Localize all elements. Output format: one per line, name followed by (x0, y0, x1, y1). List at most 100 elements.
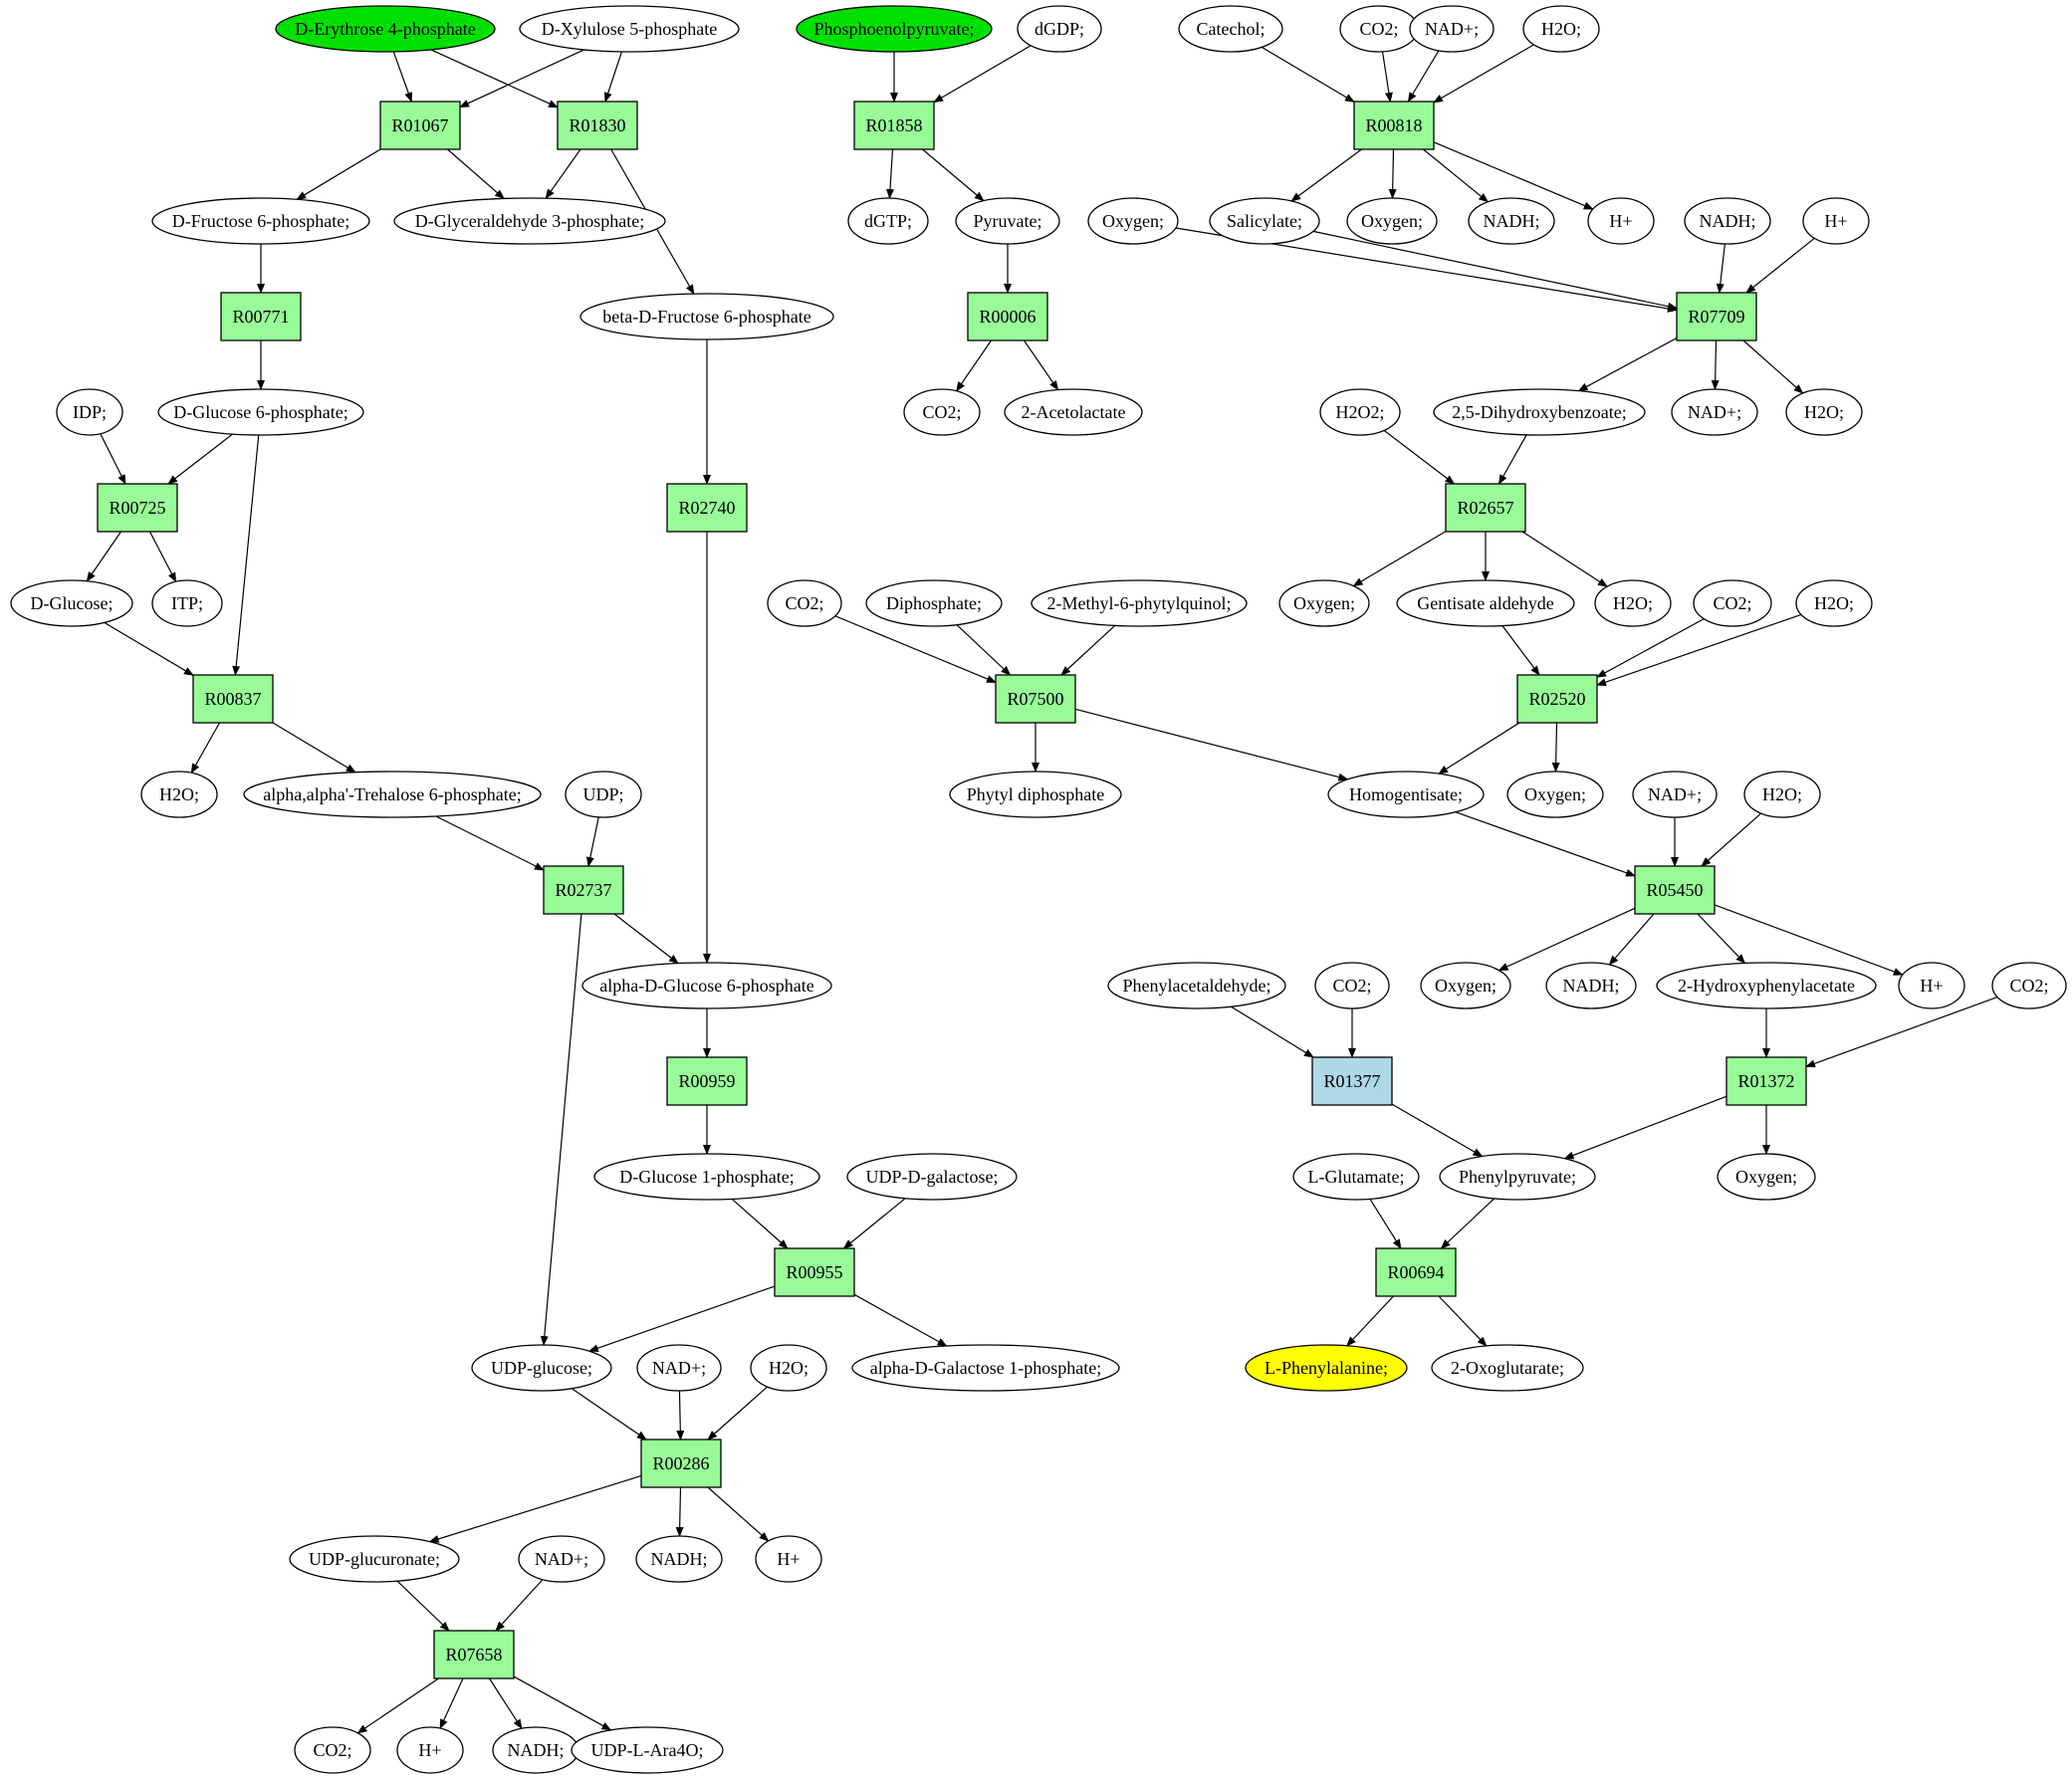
edge-r00725-to-itp (148, 531, 177, 583)
node-label: Phytyl diphosphate (967, 784, 1105, 804)
reaction-box (1445, 483, 1526, 533)
reaction-box (995, 674, 1076, 724)
compound-node-co2b: CO2; (903, 388, 981, 436)
node-label: NADH; (1484, 211, 1540, 231)
node-label: H+ (1609, 211, 1632, 231)
compound-ellipse (1656, 962, 1877, 1009)
compound-ellipse (1468, 197, 1555, 245)
edge-r00837-to-h2oe (190, 722, 221, 775)
edge-r00725-to-glc (86, 531, 121, 582)
edge-h2og-to-r00286 (707, 1386, 769, 1441)
reaction-node-r07709: R07709 (1676, 292, 1757, 341)
edge-x5p-to-r01830 (603, 51, 623, 103)
compound-ellipse (1278, 579, 1370, 627)
compound-node-nadc: NAD+; (1632, 771, 1718, 818)
edge-g6p-to-r00725 (167, 433, 233, 485)
node-label: dGDP; (1035, 19, 1084, 39)
compound-ellipse (1319, 388, 1401, 436)
node-label: D-Glucose 1-phosphate; (619, 1167, 794, 1187)
reaction-node-r05450: R05450 (1634, 865, 1716, 915)
compound-node-oxy5: Oxygen; (1420, 962, 1511, 1009)
edge-r01377-to-phpyr (1391, 1103, 1484, 1158)
edge-r07500-to-homog (1074, 708, 1349, 781)
node-label: R02657 (1457, 498, 1513, 518)
node-label: beta-D-Fructose 6-phosphate (602, 307, 810, 327)
node-label: D-Erythrose 4-phosphate (295, 19, 475, 39)
compound-node-dipho: Diphosphate; (865, 579, 1003, 627)
compound-ellipse (56, 388, 123, 436)
node-label: Phosphoenolpyruvate; (814, 19, 975, 39)
node-label: NADH; (508, 1740, 565, 1760)
edge-nadd-to-r00286 (676, 1390, 685, 1441)
compound-ellipse (393, 197, 666, 245)
compound-node-dgdp: dGDP; (1017, 5, 1102, 53)
compound-ellipse (1004, 388, 1143, 436)
compound-node-phytdp: Phytyl diphosphate (949, 771, 1122, 818)
reaction-box (1726, 1056, 1807, 1106)
compound-ellipse (1991, 962, 2067, 1009)
node-label: Diphosphate; (886, 593, 982, 613)
compound-node-nadh1: NADH; (1468, 197, 1555, 245)
edge-r00286-to-nadh4 (675, 1486, 684, 1538)
compound-ellipse (1396, 579, 1575, 627)
edge-r01858-to-dgtp (886, 148, 894, 200)
edge-co2c-to-r07500 (834, 615, 997, 684)
compound-node-hplus4: H+ (755, 1535, 822, 1583)
edge-g6p-to-r00837 (232, 434, 260, 676)
edge-udpglcu-to-r07658 (396, 1580, 450, 1632)
reaction-node-r00955: R00955 (774, 1247, 855, 1297)
node-label: NAD+; (1648, 784, 1702, 804)
edge-dgdp-to-r01858 (933, 45, 1032, 104)
compound-ellipse (1506, 771, 1604, 818)
node-label: IDP; (73, 402, 107, 422)
compound-ellipse (1409, 5, 1495, 53)
edge-r00694-to-oxoglu (1438, 1295, 1488, 1347)
reaction-box (1516, 674, 1598, 724)
reaction-box (192, 674, 274, 724)
reaction-node-r00771: R00771 (220, 292, 302, 341)
compound-ellipse (289, 1535, 460, 1583)
node-label: Phenylacetaldehyde; (1123, 976, 1271, 996)
compound-node-pep: Phosphoenolpyruvate; (796, 5, 993, 53)
node-label: Gentisate aldehyde (1417, 593, 1553, 613)
compound-ellipse (1717, 1153, 1816, 1201)
edge-r02520-to-oxy4 (1551, 722, 1560, 774)
compound-ellipse (865, 579, 1003, 627)
compound-node-h2od: H2O; (1795, 579, 1873, 627)
compound-ellipse (593, 1153, 820, 1201)
edge-r00694-to-lphe (1346, 1295, 1394, 1347)
node-label: R00955 (786, 1262, 842, 1282)
node-label: R00694 (1387, 1262, 1444, 1282)
reaction-node-r00818: R00818 (1353, 101, 1435, 150)
node-label: Homogentisate; (1349, 784, 1463, 804)
node-label: 2-Acetolactate (1022, 402, 1126, 422)
compound-node-udpglcu: UDP-glucuronate; (289, 1535, 460, 1583)
compound-ellipse (1292, 1153, 1420, 1201)
edge-r01858-to-pyr (922, 148, 985, 202)
compound-node-catechol: Catechol; (1178, 5, 1283, 53)
compound-ellipse (275, 5, 496, 53)
reaction-box (853, 101, 935, 150)
compound-ellipse (140, 771, 218, 818)
edge-h2o2-to-r02657 (1383, 429, 1456, 485)
node-label: H2O; (1541, 19, 1581, 39)
reaction-node-r01377: R01377 (1311, 1056, 1393, 1106)
node-label: Phenylpyruvate; (1459, 1167, 1576, 1187)
node-label: R01377 (1323, 1071, 1380, 1091)
compound-ellipse (1632, 771, 1718, 818)
node-label: 2-Hydroxyphenylacetate (1678, 976, 1855, 996)
node-label: H+ (418, 1740, 441, 1760)
compound-node-h2o2: H2O2; (1319, 388, 1401, 436)
compound-ellipse (1327, 771, 1485, 818)
compound-ellipse (579, 293, 834, 340)
reaction-box (433, 1630, 515, 1679)
compound-ellipse (755, 1535, 822, 1583)
node-label: 2-Methyl-6-phytylquinol; (1047, 593, 1232, 613)
node-label: alpha-D-Galactose 1-phosphate; (870, 1358, 1101, 1378)
compound-node-udpgal: UDP-D-galactose; (846, 1153, 1018, 1201)
edge-r07658-to-nadh5 (488, 1677, 523, 1730)
edge-r02657-to-oxy3 (1352, 531, 1447, 587)
node-label: H2O; (1814, 593, 1854, 613)
edge-lglu-to-r00694 (1369, 1199, 1402, 1249)
edge-r07709-to-h2ob (1742, 339, 1804, 394)
